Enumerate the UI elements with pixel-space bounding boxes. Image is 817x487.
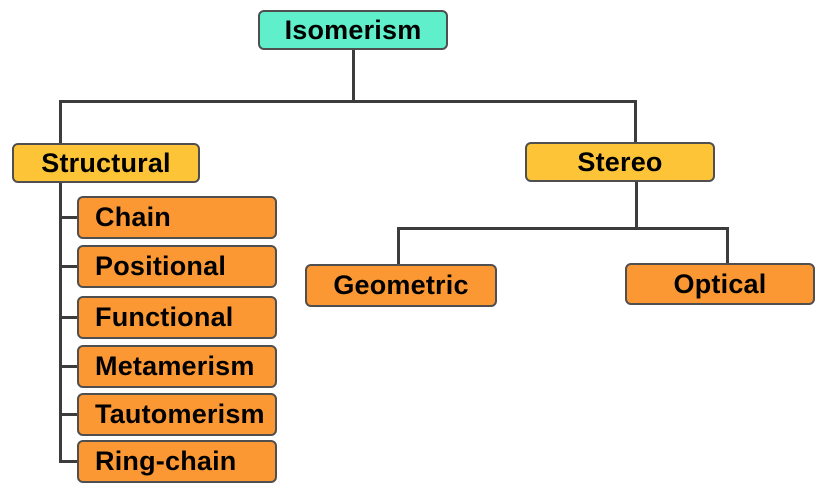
connector-tick-positional <box>59 265 77 268</box>
node-tautomerism: Tautomerism <box>77 393 277 436</box>
node-ring-chain: Ring-chain <box>77 440 277 483</box>
connector-root-drop <box>352 50 355 103</box>
node-functional: Functional <box>77 296 277 339</box>
connector-optical-drop <box>726 227 729 264</box>
connector-tick-ring-chain <box>59 460 77 463</box>
connector-stereo-stub <box>635 182 638 229</box>
connector-tick-tautomerism <box>59 413 77 416</box>
node-stereo: Stereo <box>525 142 715 182</box>
connector-structural-trunk <box>59 183 62 463</box>
connector-structural-drop <box>59 100 62 143</box>
connector-stereo-horizontal <box>397 227 729 230</box>
node-positional: Positional <box>77 245 277 288</box>
connector-tick-chain <box>59 216 77 219</box>
connector-tick-metamerism <box>59 365 77 368</box>
node-chain: Chain <box>77 196 277 239</box>
node-structural: Structural <box>12 143 200 183</box>
connector-main-horizontal <box>59 100 637 103</box>
connector-stereo-drop <box>634 100 637 142</box>
connector-geometric-drop <box>397 227 400 265</box>
node-isomerism: Isomerism <box>258 10 448 50</box>
node-metamerism: Metamerism <box>77 345 277 388</box>
node-geometric: Geometric <box>305 264 497 307</box>
connector-tick-functional <box>59 316 77 319</box>
node-optical: Optical <box>625 263 815 305</box>
